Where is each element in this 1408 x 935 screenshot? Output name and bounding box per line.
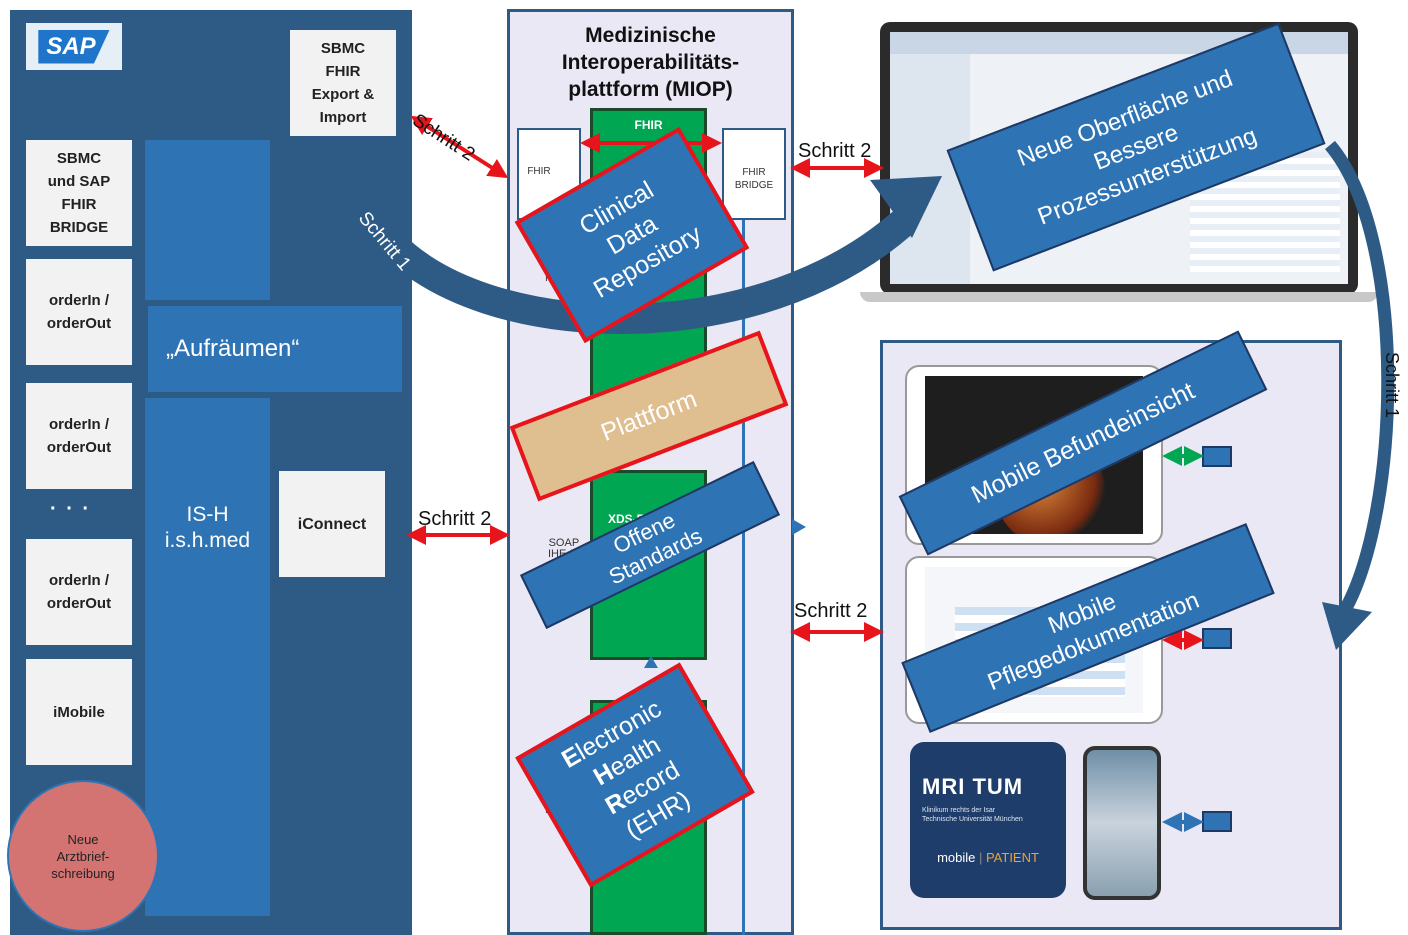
schritt1-right-curve xyxy=(1325,140,1395,619)
mobile-patient-a: mobile xyxy=(937,850,976,865)
fhir-bridge-right-box: FHIR BRIDGE xyxy=(722,128,786,220)
mri-tum-logo: MRI TUM xyxy=(922,774,1024,799)
order-box-1: orderIn / orderOut xyxy=(26,259,132,365)
ish-med-box: IS-H i.s.h.med xyxy=(145,398,270,916)
schritt2-label-top-right: Schritt 2 xyxy=(798,140,872,162)
neue-arztbriefschreibung-label: Neue Arztbrief- schreibung xyxy=(51,831,115,881)
aufraeumen-label: „Aufräumen“ xyxy=(166,335,300,362)
fhir-left-label: FHIR xyxy=(527,166,551,177)
order-box-3: orderIn / orderOut xyxy=(26,539,132,645)
laptop-screen xyxy=(880,22,1358,294)
schritt2-label-mid-left: Schritt 2 xyxy=(418,508,492,530)
small-arrow-up-icon xyxy=(644,656,658,668)
miop-title: Medizinische Interoperabilitäts- plattfo… xyxy=(561,24,740,101)
fhir-top-label: FHIR xyxy=(634,118,663,132)
aufraeumen-box: „Aufräumen“ xyxy=(148,306,402,392)
ish-med-label: IS-H i.s.h.med xyxy=(164,503,251,552)
laptop-base xyxy=(860,292,1378,302)
order-box-2: orderIn / orderOut xyxy=(26,383,132,489)
sbmc-sap-fhir-bridge-box: SBMC und SAP FHIR BRIDGE xyxy=(26,140,132,246)
sap-logo: SAP xyxy=(26,23,122,70)
small-arrow-right-icon xyxy=(792,519,806,535)
upper-blue-block xyxy=(145,140,270,300)
red-arrow-top-left xyxy=(410,115,509,179)
schritt2-label-mid-right: Schritt 2 xyxy=(794,600,868,622)
iconnect-box: iConnect xyxy=(279,471,385,577)
schritt1-curve-arrow xyxy=(343,157,915,334)
mri-tum-app-icon: MRI TUM Klinikum rechts der Isar Technis… xyxy=(910,742,1066,898)
fhir-bridge-right-label: FHIR BRIDGE xyxy=(734,167,774,191)
smartphone-video xyxy=(1083,746,1161,900)
miop-vertical-line xyxy=(742,200,745,935)
smartphone-screen xyxy=(1087,750,1157,896)
neue-arztbriefschreibung-circle: Neue Arztbrief- schreibung xyxy=(7,780,159,932)
schritt1-curve-arrowhead xyxy=(870,176,942,238)
mobile-patient-b: PATIENT xyxy=(985,850,1039,865)
mobile-patient-text: mobile | PATIENT xyxy=(937,850,1039,865)
imobile-box: iMobile xyxy=(26,659,132,765)
sbmc-fhir-export-box: SBMC FHIR Export & Import xyxy=(290,30,396,136)
ellipsis: · · · xyxy=(50,498,92,520)
klinikum-text: Klinikum rechts der Isar Technische Univ… xyxy=(922,807,1023,823)
schritt1-right-arrowhead xyxy=(1322,602,1372,650)
schritt1-label-right: Schritt 1 xyxy=(1382,352,1402,419)
